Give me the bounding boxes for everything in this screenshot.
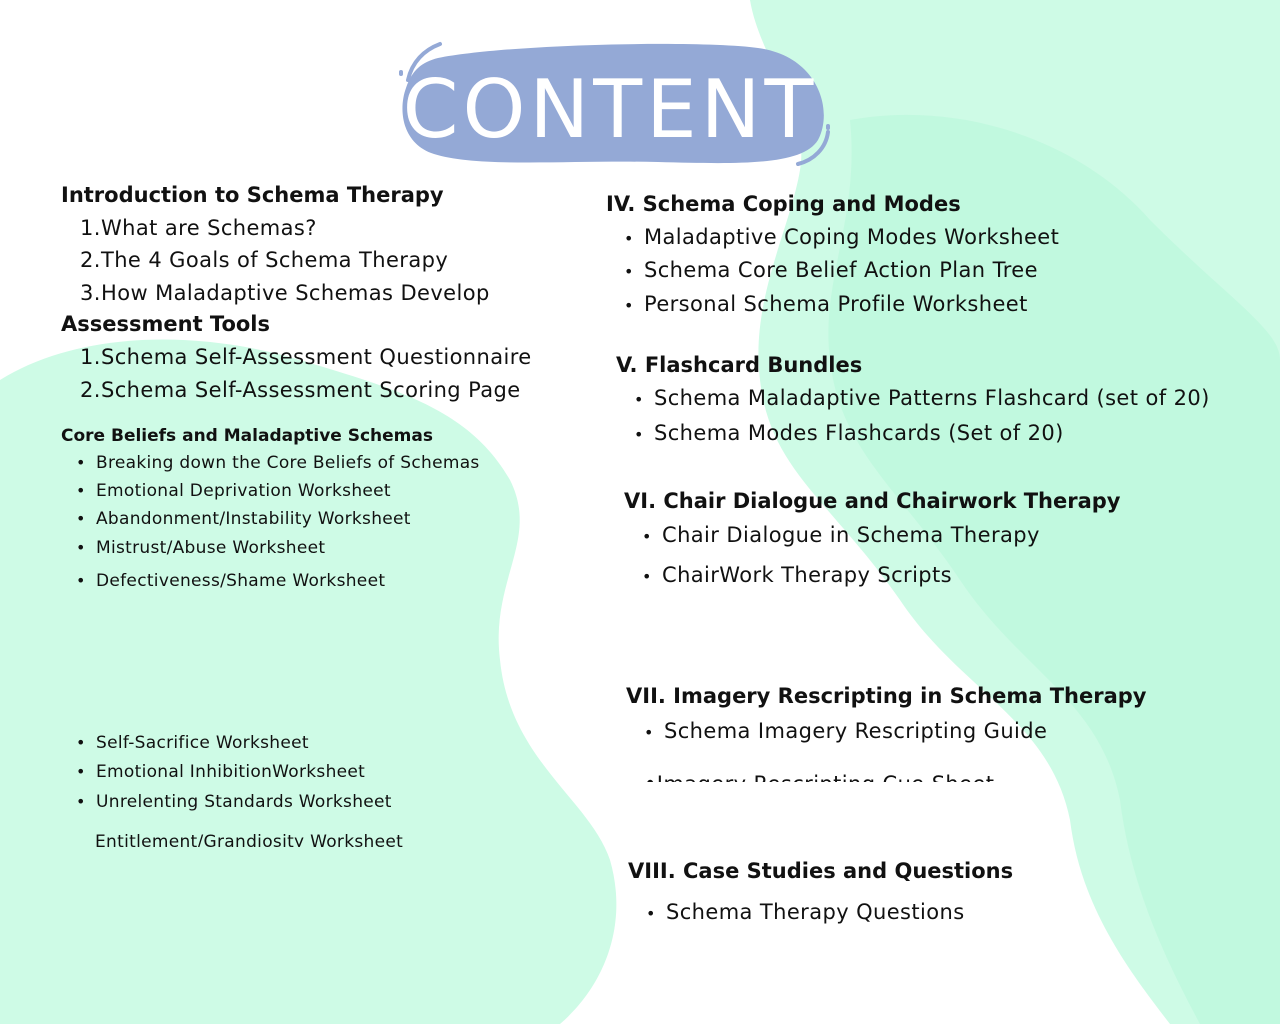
title-banner <box>399 42 830 166</box>
list-item: 3.How Maladaptive Schemas Develop <box>80 281 490 305</box>
section-heading-vii: VII. Imagery Rescripting in Schema Thera… <box>626 684 1147 708</box>
list-item: •Breaking down the Core Beliefs of Schem… <box>76 453 480 473</box>
list-item: •Unrelenting Standards Worksheet <box>76 792 392 812</box>
list-item-cut: Entitlement/Grandiosity Worksheet <box>95 834 404 847</box>
list-item: •Schema Core Belief Action Plan Tree <box>624 258 1038 282</box>
list-item: •Emotional Deprivation Worksheet <box>76 481 391 501</box>
list-item: •Personal Schema Profile Worksheet <box>624 292 1028 316</box>
section-heading-v: V. Flashcard Bundles <box>616 353 863 377</box>
section-heading-assessment: Assessment Tools <box>61 312 271 336</box>
list-item: •Chair Dialogue in Schema Therapy <box>642 523 1040 547</box>
section-heading-intro: Introduction to Schema Therapy <box>61 183 444 207</box>
list-item: •ChairWork Therapy Scripts <box>642 563 953 587</box>
list-item: •Mistrust/Abuse Worksheet <box>76 538 326 558</box>
list-item: •Schema Modes Flashcards (Set of 20) <box>634 421 1064 445</box>
mint-blob-left <box>0 339 617 1024</box>
list-item: •Schema Maladaptive Patterns Flashcard (… <box>634 386 1210 410</box>
list-item-cut: •Imagery Rescripting Cue Sheet <box>644 772 1024 782</box>
list-item: 1.Schema Self-Assessment Questionnaire <box>80 345 532 369</box>
section-heading-viii: VIII. Case Studies and Questions <box>628 859 1014 883</box>
list-item: •Emotional InhibitionWorksheet <box>76 762 366 782</box>
list-item: 2.Schema Self-Assessment Scoring Page <box>80 378 521 402</box>
page-title: CONTENT <box>402 63 818 156</box>
list-item: •Maladaptive Coping Modes Worksheet <box>624 225 1060 249</box>
section-heading-iv: IV. Schema Coping and Modes <box>606 192 961 216</box>
section-heading-vi: VI. Chair Dialogue and Chairwork Therapy <box>624 489 1121 513</box>
list-item: •Schema Imagery Rescripting Guide <box>644 719 1048 743</box>
list-item: •Defectiveness/Shame Worksheet <box>76 571 386 591</box>
mint-blob-right-inner <box>828 114 1280 1024</box>
section-heading-core: Core Beliefs and Maladaptive Schemas <box>61 426 433 446</box>
list-item: •Self-Sacrifice Worksheet <box>76 733 309 753</box>
list-item: 2.The 4 Goals of Schema Therapy <box>80 248 449 272</box>
list-item: 1.What are Schemas? <box>80 216 317 240</box>
list-item: •Abandonment/Instability Worksheet <box>76 509 411 529</box>
list-item: •Schema Therapy Questions <box>646 900 965 924</box>
